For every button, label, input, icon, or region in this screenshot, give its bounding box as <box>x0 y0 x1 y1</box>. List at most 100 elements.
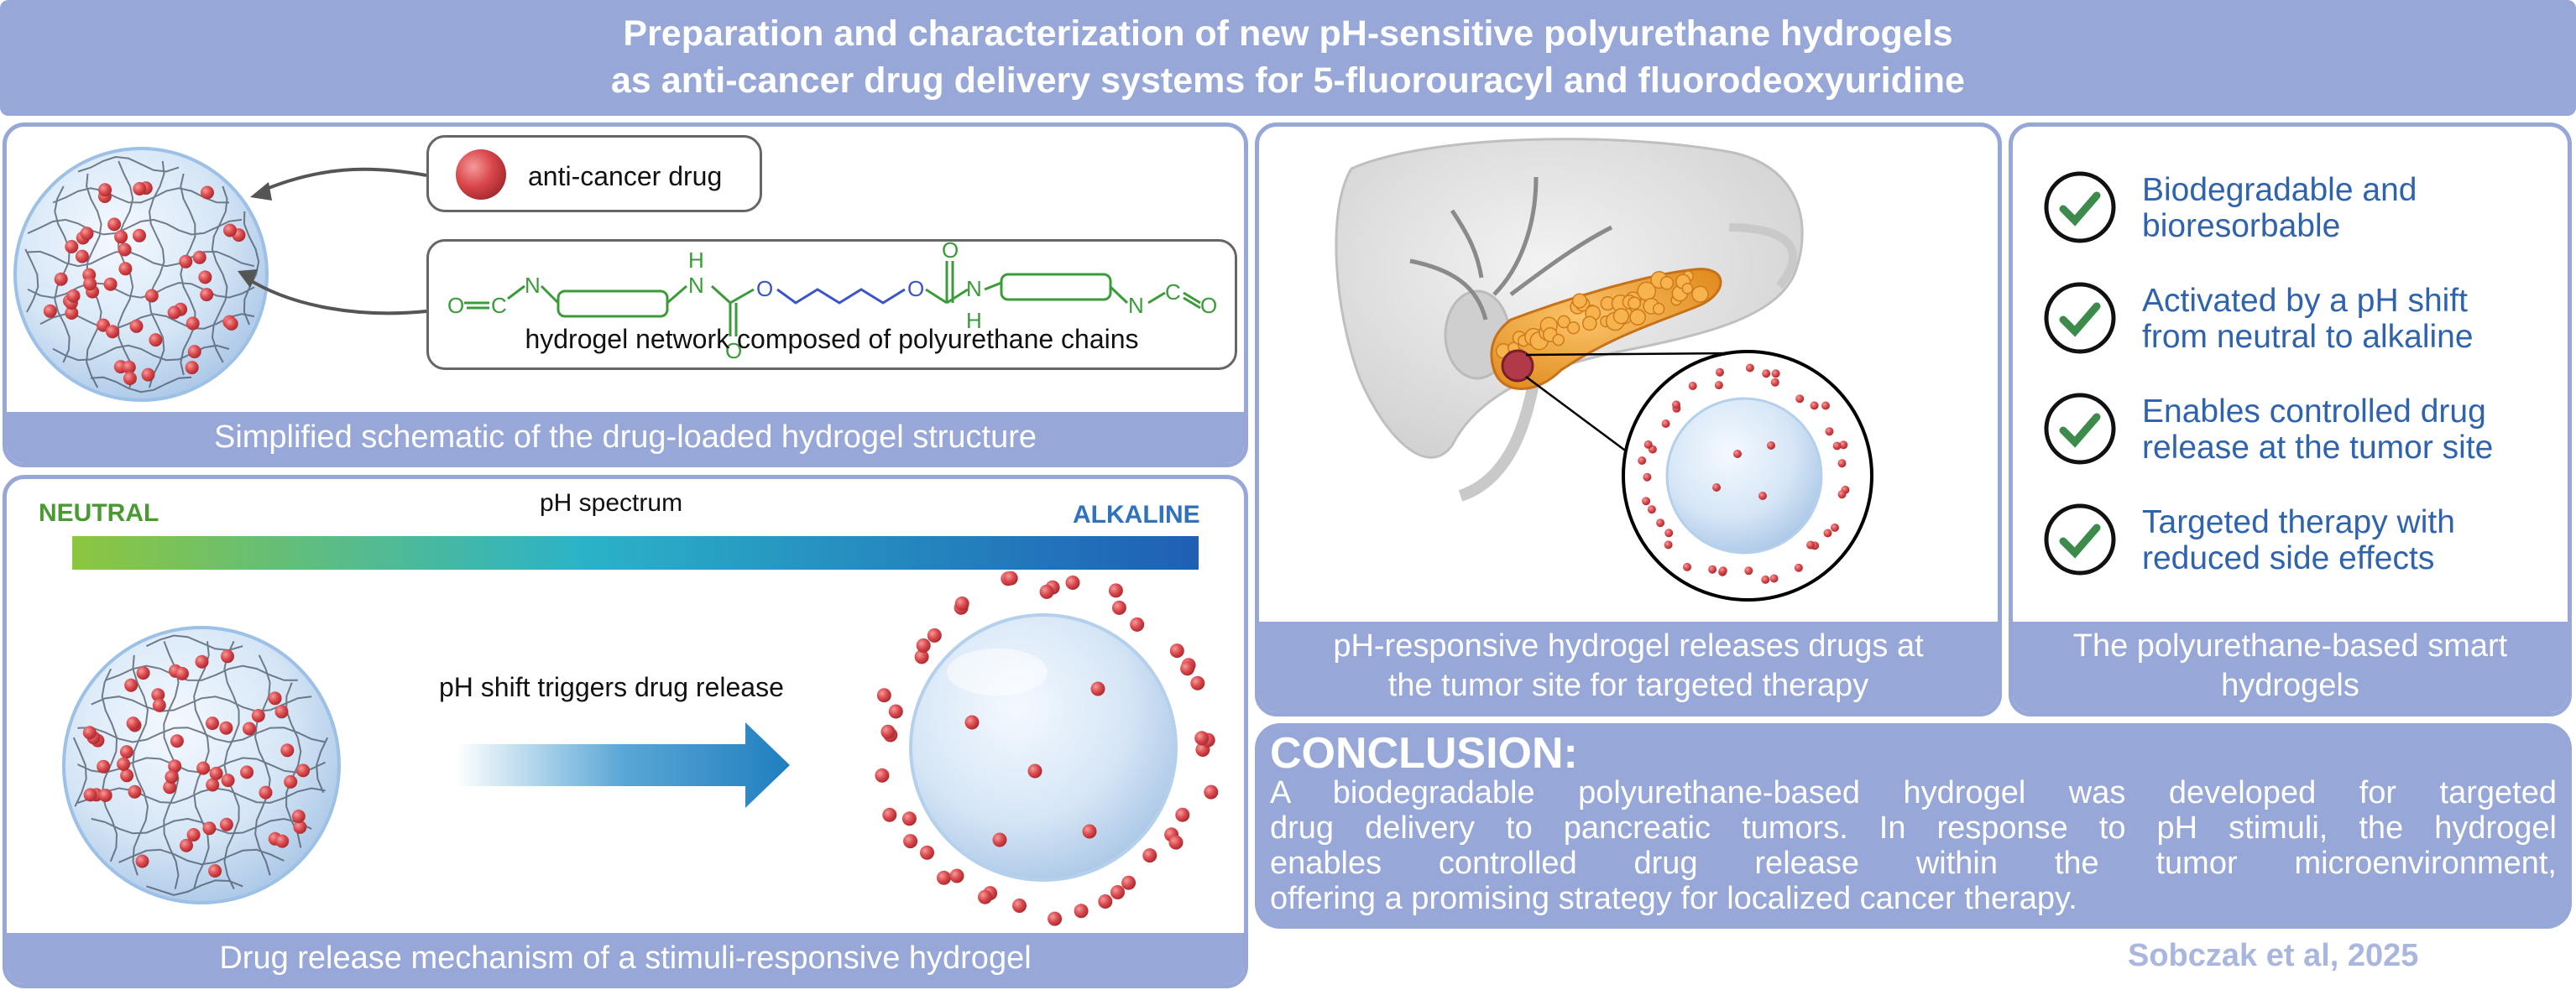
drug-particle <box>180 838 193 852</box>
schematic-figure: O C N N H O O O O N H N C O <box>13 147 1217 402</box>
polymer-chain <box>27 282 255 299</box>
title-line-2: as anti-cancer drug delivery systems for… <box>611 60 1965 101</box>
drug-particle <box>280 743 295 758</box>
alkaline-label: ALKALINE <box>1073 501 1200 529</box>
chem-atom-o: O <box>942 237 959 263</box>
drug-particle <box>1098 894 1113 909</box>
drug-particle <box>186 828 201 842</box>
drug-particle <box>185 316 200 331</box>
citation: Sobczak et al, 2025 <box>2128 938 2419 973</box>
drug-particle <box>1142 848 1157 863</box>
drug-particle <box>875 768 890 783</box>
drug-particle <box>135 854 149 868</box>
drug-particle <box>80 227 94 241</box>
drug-particle <box>1718 566 1727 576</box>
drug-particle <box>128 784 142 799</box>
drug-particle <box>196 761 211 775</box>
hydrogel-sphere-icon <box>13 147 269 402</box>
drug-particle <box>275 834 290 848</box>
pancreas-lobule <box>1557 315 1571 329</box>
drug-particle <box>1832 441 1842 451</box>
pancreas-lobule <box>1652 302 1665 315</box>
drug-particle <box>219 721 233 735</box>
drug-particle <box>1108 583 1123 598</box>
drug-particle <box>296 763 311 778</box>
drug-particle <box>1745 363 1754 373</box>
drug-particle <box>209 766 223 780</box>
drug-particle <box>1175 807 1190 822</box>
drug-particle <box>1194 731 1210 746</box>
drug-particle <box>103 277 118 291</box>
drug-particle <box>141 367 155 382</box>
drug-particle <box>1661 419 1670 428</box>
drug-particle <box>1733 450 1742 458</box>
drug-particle <box>133 228 146 242</box>
polymer-chain <box>52 187 230 204</box>
polymer-chain <box>243 211 260 326</box>
drug-particle <box>223 223 237 237</box>
loaded-hydrogel-icon <box>62 626 341 904</box>
drug-particle <box>1823 529 1832 538</box>
polymer-chain <box>104 664 298 681</box>
drug-particle <box>954 597 969 611</box>
drug-particle <box>888 704 903 719</box>
polymer-chain <box>211 185 228 363</box>
chem-atom-h: H <box>966 308 982 333</box>
drug-particle <box>1761 575 1770 584</box>
drug-particle <box>1110 885 1125 899</box>
drug-particle <box>1712 483 1721 492</box>
drug-particle <box>43 304 57 318</box>
drug-particle <box>195 654 209 669</box>
drug-particle <box>1012 899 1027 913</box>
liver-pancreas-illustration <box>1335 138 1873 602</box>
drug-particle <box>243 722 256 736</box>
drug-particle <box>1771 369 1780 378</box>
conclusion-box: CONCLUSION: A biodegradable polyurethane… <box>1255 723 2572 929</box>
drug-particle <box>251 709 265 722</box>
drug-particle <box>1074 904 1089 919</box>
network-legend: hydrogel network composed of polyurethan… <box>426 239 1237 370</box>
chem-atom-c: C <box>491 293 507 318</box>
drug-particle <box>1168 835 1183 850</box>
pancreas-lobule <box>1571 293 1587 309</box>
network-legend-label: hydrogel network composed of polyurethan… <box>525 324 1139 354</box>
drug-particle <box>1169 644 1184 659</box>
drug-particle <box>1688 382 1697 390</box>
polymer-chain <box>77 727 326 743</box>
drug-particle <box>284 774 298 789</box>
drug-particle <box>208 864 222 878</box>
pancreas-lobule <box>1659 276 1675 290</box>
drug-particle <box>1638 456 1647 465</box>
drug-particle <box>903 834 918 849</box>
drug-particle <box>1716 367 1724 377</box>
drug-particle <box>98 789 112 802</box>
drug-particle <box>901 811 917 826</box>
tumor-icon <box>1501 349 1534 383</box>
pointer-arrow-drug <box>258 167 427 194</box>
schematic-panel: O C N N H O O O O N H N C O anti-cancer … <box>3 122 1248 467</box>
drug-particle <box>206 778 220 792</box>
drug-particle <box>937 870 951 885</box>
pancreas-lobule <box>1552 333 1565 346</box>
drug-particle <box>920 845 934 860</box>
drug-particle <box>880 724 896 739</box>
chem-atom-n: N <box>688 273 704 298</box>
conclusion-line-2: drug delivery to pancreatic tumors. In r… <box>1270 810 2557 846</box>
drug-particle <box>202 821 217 836</box>
drug-particle <box>224 316 238 331</box>
ph-gradient-bar <box>72 536 1199 570</box>
drug-particle <box>1082 824 1097 839</box>
drug-particle <box>992 832 1007 847</box>
drug-particle <box>98 183 112 197</box>
drug-particle <box>129 319 144 333</box>
tumor-panel: pH-responsive hydrogel releases drugs at… <box>1255 122 2002 716</box>
drug-particle <box>268 691 282 706</box>
release-caption: Drug release mechanism of a stimuli-resp… <box>7 933 1244 984</box>
drug-particle <box>1839 440 1848 450</box>
drug-particle <box>192 250 206 264</box>
drug-particle <box>65 306 79 320</box>
swollen-hydrogel-icon <box>875 571 1219 926</box>
